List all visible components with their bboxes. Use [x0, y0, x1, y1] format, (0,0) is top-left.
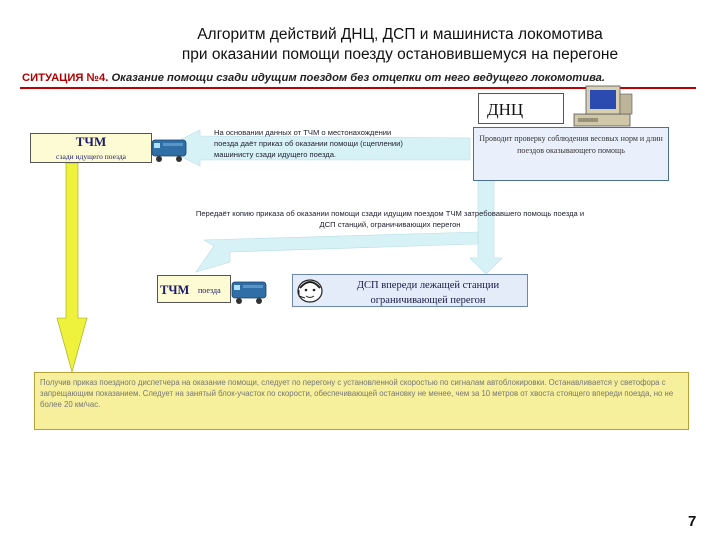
page-number: 7 [688, 513, 697, 530]
situation-description: Оказание помощи сзади идущим поездом без… [111, 72, 606, 84]
tchm-train-label: ТЧМ [160, 283, 190, 297]
tchm-rear-train-box [30, 133, 152, 163]
dsp-box [292, 274, 528, 307]
locomotive-icon [151, 139, 187, 162]
yellow-down-arrow [56, 162, 88, 374]
cyan-arrow-dnc-to-tchm [163, 129, 471, 167]
dnc-label: ДНЦ [478, 93, 564, 124]
tchm-rear-sublabel: сзади идущего поезда [56, 152, 126, 161]
situation-subtitle: СИТУАЦИЯ №4. Оказание помощи сзади идущи… [22, 72, 702, 84]
dsp-label-line-1: ДСП впереди лежащей станции [356, 280, 500, 291]
tchm-train-sublabel: поезда [198, 286, 221, 295]
cyan-arrow-dnc-to-train [195, 231, 479, 273]
locomotive-icon [231, 281, 267, 304]
driver-instructions-box [34, 372, 689, 430]
dnc-action-text: Проводит проверку соблюдения весовых нор… [479, 134, 663, 155]
title-divider [20, 87, 696, 89]
tchm-train-box [157, 275, 231, 303]
order-copy-text: Передаёт копию приказа об оказании помощ… [195, 209, 585, 229]
dsp-label-line-2: ограничивающей перегон [370, 295, 486, 306]
title-line-2: при оказании помощи поезду остановившему… [181, 46, 619, 63]
cyan-arrow-dnc-to-dsp [469, 179, 503, 275]
dispatcher-order-text: На основании данных от ТЧМ о местонахожд… [214, 128, 403, 159]
driver-instructions-text: Получив приказ поездного диспетчера на о… [40, 378, 674, 409]
situation-number: СИТУАЦИЯ №4. [22, 72, 109, 84]
title-line-1: Алгоритм действий ДНЦ, ДСП и машиниста л… [197, 26, 603, 43]
computer-icon [573, 85, 633, 127]
dnc-action-box [473, 127, 669, 181]
operator-headset-icon [297, 279, 323, 303]
tchm-rear-label: ТЧМ [75, 134, 107, 149]
